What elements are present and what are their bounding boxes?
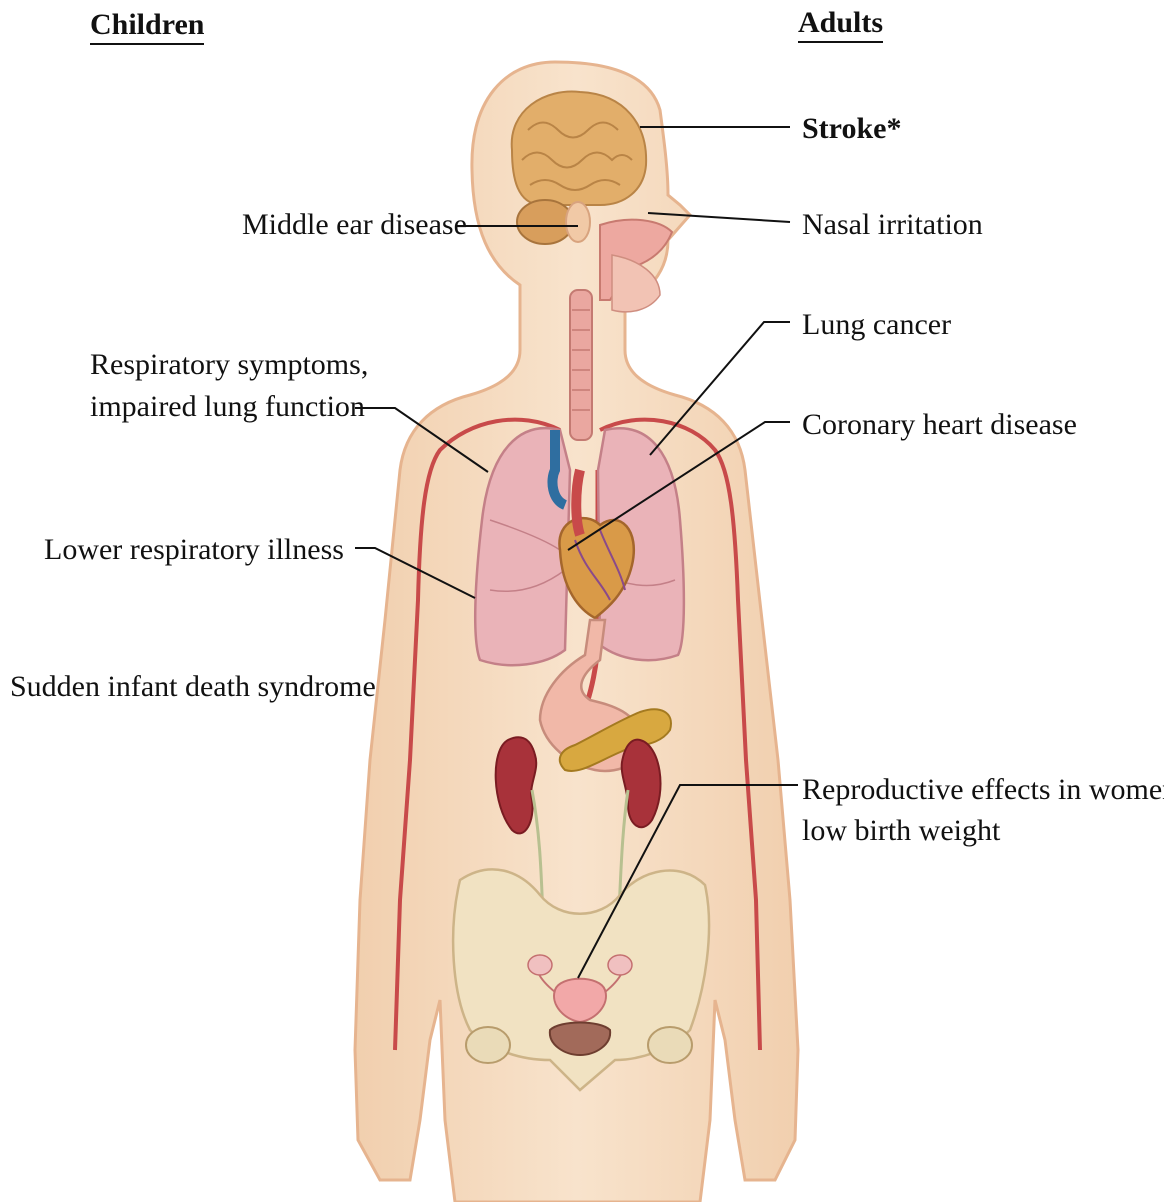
label-lower-respiratory-illness: Lower respiratory illness xyxy=(44,535,344,565)
label-reproductive-line2: low birth weight xyxy=(802,816,1000,846)
left-hip-joint xyxy=(466,1027,510,1063)
label-middle-ear-disease: Middle ear disease xyxy=(242,210,467,240)
label-respiratory-line2: impaired lung function xyxy=(90,392,365,422)
ear xyxy=(566,202,590,242)
children-header: Children xyxy=(90,10,204,45)
label-nasal-irritation: Nasal irritation xyxy=(802,210,983,240)
label-reproductive-line1: Reproductive effects in women: xyxy=(802,775,1164,805)
label-respiratory-line1: Respiratory symptoms, xyxy=(90,350,368,380)
right-hip-joint xyxy=(648,1027,692,1063)
right-ovary xyxy=(608,955,632,975)
brain xyxy=(512,92,646,205)
adults-header: Adults xyxy=(798,8,883,43)
label-lung-cancer: Lung cancer xyxy=(802,310,951,340)
trachea xyxy=(570,290,592,440)
label-coronary-heart-disease: Coronary heart disease xyxy=(802,410,1077,440)
label-sids: Sudden infant death syndrome xyxy=(10,672,376,702)
left-ovary xyxy=(528,955,552,975)
label-stroke: Stroke* xyxy=(802,114,901,144)
cerebellum xyxy=(517,200,573,244)
